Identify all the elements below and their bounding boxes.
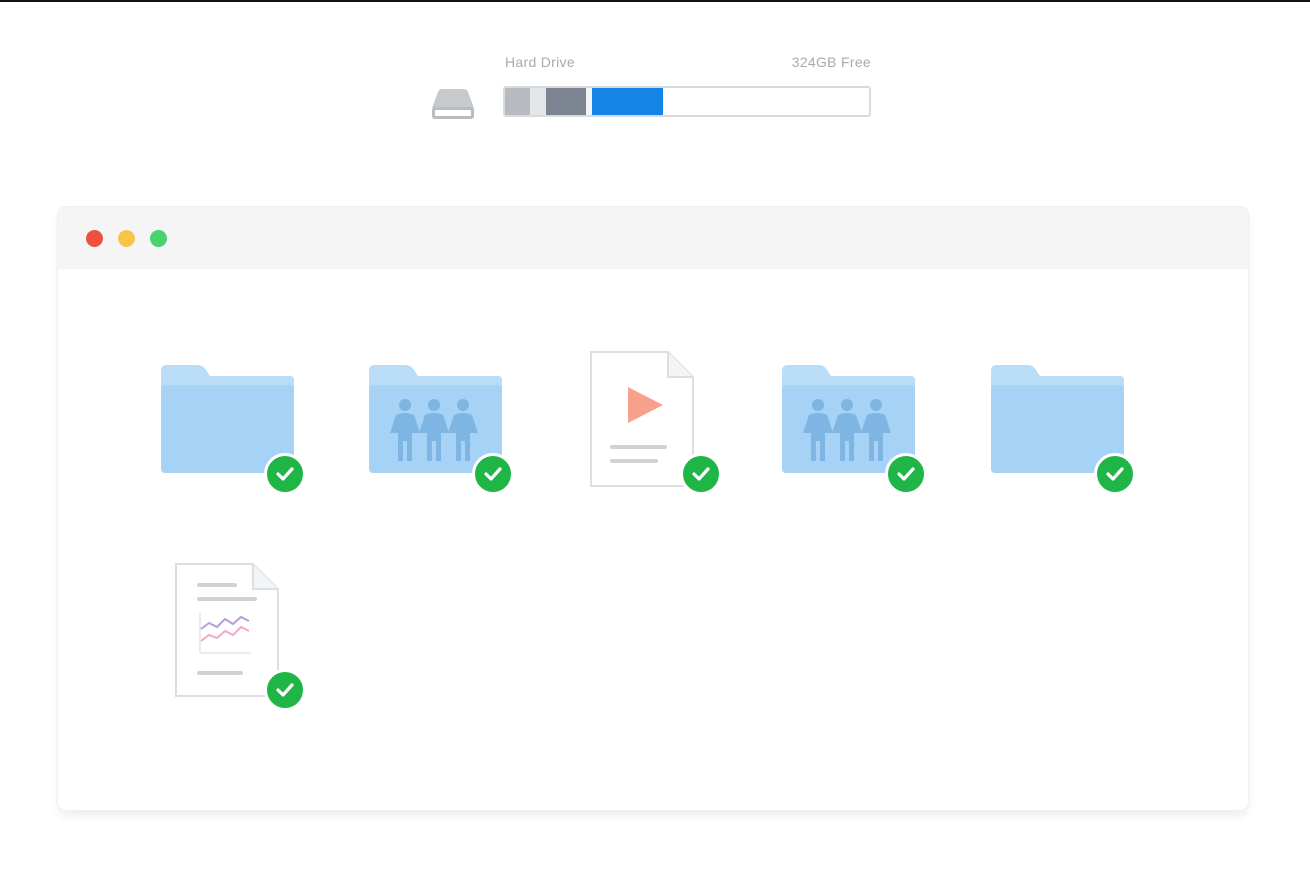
storage-free-space: 324GB Free	[791, 54, 871, 70]
synced-check-icon	[680, 453, 722, 495]
file-item-shared-folder-2[interactable]	[779, 357, 929, 507]
top-border	[0, 0, 1310, 2]
hard-drive-icon	[432, 89, 474, 119]
maximize-button[interactable]	[150, 230, 167, 247]
segment-gap	[585, 88, 592, 115]
synced-check-icon	[1094, 453, 1136, 495]
segment-apps	[545, 88, 586, 115]
synced-check-icon	[885, 453, 927, 495]
file-item-video-document[interactable]	[588, 349, 738, 499]
file-item-folder-1[interactable]	[158, 357, 308, 507]
video-document-icon	[590, 351, 694, 487]
close-button[interactable]	[86, 230, 103, 247]
minimize-button[interactable]	[118, 230, 135, 247]
file-item-shared-folder-1[interactable]	[366, 357, 516, 507]
file-item-folder-2[interactable]	[988, 357, 1138, 507]
chart-document-icon	[175, 563, 279, 697]
storage-usage-bar	[503, 86, 871, 117]
segment-other	[529, 88, 546, 115]
folder-icon	[161, 365, 294, 473]
shared-folder-icon	[782, 365, 915, 473]
storage-label: Hard Drive	[505, 54, 575, 70]
segment-documents	[591, 88, 663, 115]
storage-widget: Hard Drive 324GB Free	[430, 52, 875, 122]
shared-folder-icon	[369, 365, 502, 473]
file-item-chart-document[interactable]	[173, 561, 323, 711]
window-titlebar	[58, 207, 1248, 269]
synced-check-icon	[472, 453, 514, 495]
synced-check-icon	[264, 669, 306, 711]
folder-icon	[991, 365, 1124, 473]
file-window	[58, 207, 1248, 810]
segment-system	[505, 88, 530, 115]
synced-check-icon	[264, 453, 306, 495]
